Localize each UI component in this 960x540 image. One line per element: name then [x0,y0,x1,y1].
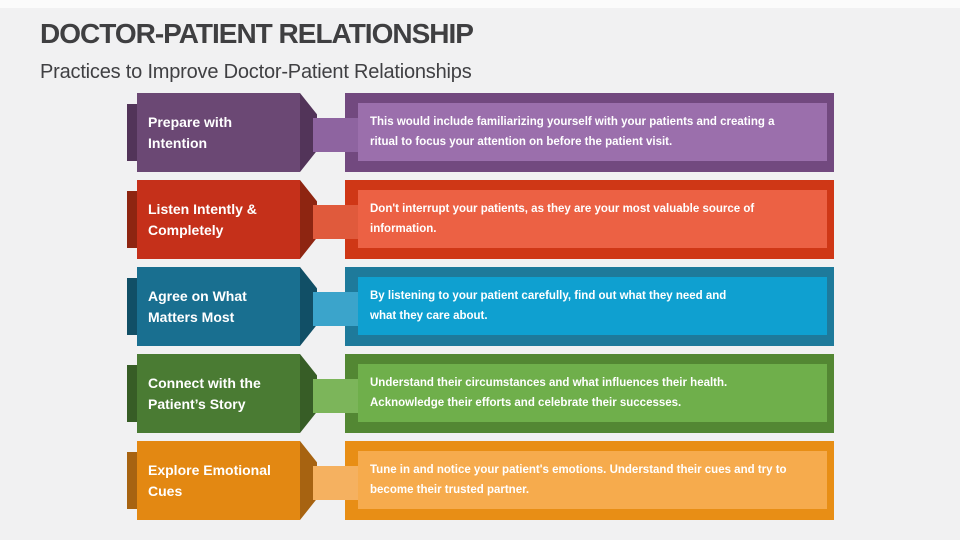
connector-tab [313,379,358,413]
page-title: DOCTOR-PATIENT RELATIONSHIP [40,18,474,49]
top-strip [0,0,960,8]
arrow-bevel [300,180,317,259]
practice-label-text: Connect with the Patient’s Story [148,374,261,412]
practice-label-box: Prepare with Intention [137,93,300,172]
practice-description-text: Tune in and notice your patient's emotio… [370,464,787,496]
practice-label-box: Connect with the Patient’s Story [137,354,300,433]
practice-description-box: Tune in and notice your patient's emotio… [345,441,834,520]
practice-label-text: Prepare with Intention [148,113,233,151]
arrow-bevel [300,354,317,433]
connector-tab [313,466,358,500]
practice-description-panel: Tune in and notice your patient's emotio… [358,451,827,509]
practice-description-panel: By listening to your patient carefully, … [358,277,827,335]
practice-row-connect: Connect with the Patient’s Story Underst… [0,354,960,433]
practice-label-text: Agree on What Matters Most [148,287,247,325]
practice-description-text: By listening to your patient carefully, … [370,290,727,322]
practice-description-text: Understand their circumstances and what … [370,377,728,409]
page-subtitle: Practices to Improve Doctor-Patient Rela… [40,61,472,83]
arrow-bevel [300,267,317,346]
practice-label-box: Explore Emotional Cues [137,441,300,520]
practice-description-text: This would include familiarizing yoursel… [370,116,775,148]
practice-description-box: Understand their circumstances and what … [345,354,834,433]
practice-description-text: Don't interrupt your patients, as they a… [370,203,755,235]
practice-label-box: Listen Intently & Completely [137,180,300,259]
connector-tab [313,118,358,152]
practice-description-panel: Don't interrupt your patients, as they a… [358,190,827,248]
practice-row-explore: Explore Emotional Cues Tune in and notic… [0,441,960,520]
practice-label-box: Agree on What Matters Most [137,267,300,346]
practice-row-prepare: Prepare with Intention This would includ… [0,93,960,172]
practice-label-text: Listen Intently & Completely [148,200,257,238]
practice-description-panel: Understand their circumstances and what … [358,364,827,422]
connector-tab [313,205,358,239]
practice-description-panel: This would include familiarizing yoursel… [358,103,827,161]
practice-label-text: Explore Emotional Cues [148,461,271,499]
connector-tab [313,292,358,326]
practice-row-listen: Listen Intently & Completely Don't inter… [0,180,960,259]
arrow-bevel [300,93,317,172]
practice-description-box: This would include familiarizing yoursel… [345,93,834,172]
arrow-bevel [300,441,317,520]
practice-description-box: Don't interrupt your patients, as they a… [345,180,834,259]
practice-description-box: By listening to your patient carefully, … [345,267,834,346]
practice-row-agree: Agree on What Matters Most By listening … [0,267,960,346]
